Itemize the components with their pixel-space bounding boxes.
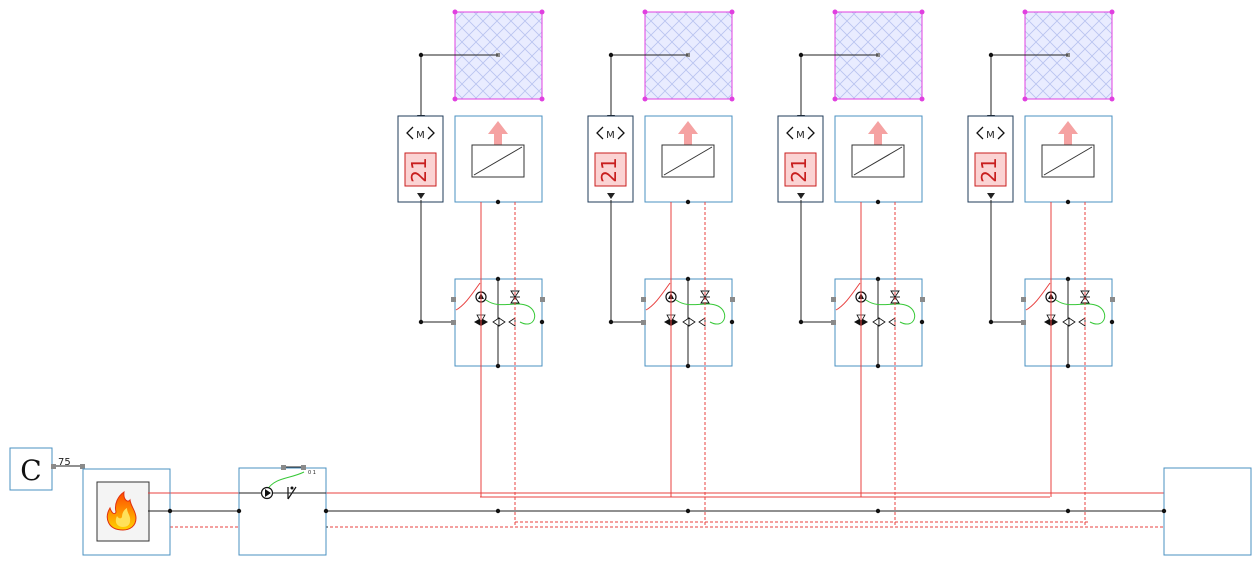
setpoint-display [784,152,817,187]
room-corner-handle[interactable] [1022,96,1028,102]
room-corner-handle[interactable] [539,96,545,102]
mixing-unit[interactable] [641,276,735,369]
thermostat-mode: M [606,130,615,141]
thermostat-mode: M [796,130,805,141]
room-corner-handle[interactable] [642,9,648,15]
room-sensor-icon[interactable]: M 21 [397,115,444,203]
setpoint-display [404,152,437,187]
radiator-block[interactable] [1024,115,1113,205]
room-corner-handle[interactable] [1109,9,1115,15]
room-corner-handle[interactable] [452,9,458,15]
radiator-block[interactable] [644,115,733,205]
controller-label: C [20,454,41,487]
end-box[interactable] [1163,467,1252,556]
thermostat-mode: M [986,130,995,141]
boiler-input-port[interactable] [80,464,85,469]
mixing-valve-icon [854,314,896,327]
mixing-valve-icon [1044,314,1086,327]
radiator-block[interactable] [454,115,543,205]
room-corner-handle[interactable] [729,9,735,15]
zone-4: M 21 [967,9,1115,527]
room-corner-handle[interactable] [1109,96,1115,102]
setpoint-value: 21 [977,157,1001,182]
thermostat-mode: M [416,130,425,141]
setpoint-value: 21 [407,157,431,182]
room-corner-handle[interactable] [919,9,925,15]
heat-output-arrow-icon [488,121,508,145]
heat-output-arrow-icon [868,121,888,145]
room-corner-handle[interactable] [832,9,838,15]
room-sensor-icon[interactable]: M 21 [587,115,634,203]
controller-setpoint: 75 [58,457,71,468]
room-sensor-icon[interactable]: M 21 [777,115,824,203]
pump-icon [260,486,274,500]
controller-block[interactable]: C 75 [9,447,94,491]
controller-box[interactable] [9,447,53,491]
room-corner-handle[interactable] [832,96,838,102]
pump-port-2[interactable] [301,465,306,470]
mixing-valve-icon [474,314,516,327]
zone-3: M 21 [777,9,925,527]
room-sensor-icon[interactable]: M 21 [967,115,1014,203]
mixing-unit[interactable] [831,276,925,369]
flame-icon [106,490,137,531]
room-corner-handle[interactable] [642,96,648,102]
setpoint-value: 21 [787,157,811,182]
heat-output-arrow-icon [1058,121,1078,145]
setpoint-value: 21 [597,157,621,182]
boiler-block[interactable] [82,468,173,556]
room-corner-handle[interactable] [452,96,458,102]
pump-block[interactable]: 0 1 [236,465,329,556]
room-corner-handle[interactable] [919,96,925,102]
pump-unit-box[interactable] [238,467,327,556]
setpoint-display [594,152,627,187]
room-corner-handle[interactable] [729,96,735,102]
mixing-unit[interactable] [1021,276,1115,369]
mixing-unit[interactable] [451,276,545,369]
heating-zones: M 21 M 21 M 21 M 21 [397,9,1115,527]
room-corner-handle[interactable] [1022,9,1028,15]
room-corner-handle[interactable] [539,9,545,15]
setpoint-display [974,152,1007,187]
zone-2: M 21 [587,9,735,527]
controller-port[interactable] [51,464,56,469]
heat-output-arrow-icon [678,121,698,145]
zone-1: M 21 [397,9,545,527]
radiator-block[interactable] [834,115,923,205]
end-block[interactable] [1161,467,1252,556]
pump-status-label: 0 1 [308,470,316,476]
pump-port-1[interactable] [281,465,286,470]
